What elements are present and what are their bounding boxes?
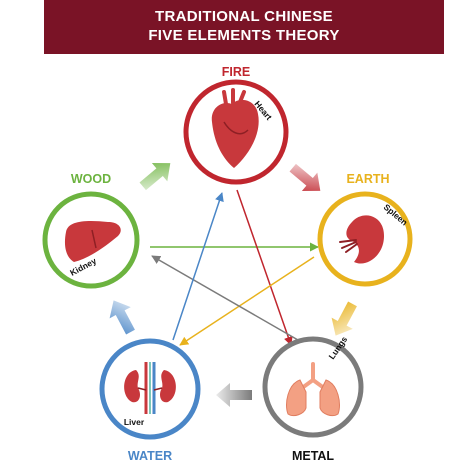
heart-icon bbox=[211, 88, 259, 168]
element-label-water: WATER bbox=[128, 449, 172, 463]
element-label-wood: WOOD bbox=[71, 172, 111, 186]
arrow-water-to-wood bbox=[109, 300, 135, 335]
organ-label-liver: Liver bbox=[124, 417, 145, 427]
arrow-water-to-fire bbox=[172, 192, 224, 341]
arrow-fire-to-earth bbox=[289, 163, 321, 192]
control-cycle bbox=[150, 189, 319, 346]
element-label-metal: METAL bbox=[292, 449, 334, 463]
arrow-earth-to-metal bbox=[331, 301, 357, 336]
arrow-metal-to-wood bbox=[151, 255, 299, 341]
liver-icon bbox=[64, 221, 121, 262]
kidneys-icon bbox=[124, 362, 176, 414]
arrow-metal-to-water bbox=[216, 383, 252, 407]
element-wood: WOOD Kidney bbox=[42, 172, 140, 289]
element-fire: FIRE Heart bbox=[183, 65, 289, 185]
generating-cycle bbox=[109, 162, 357, 407]
arrow-wood-to-fire bbox=[139, 162, 171, 191]
element-water: Liver WATER bbox=[99, 338, 201, 463]
lungs-icon bbox=[286, 362, 340, 417]
arrow-fire-to-metal bbox=[236, 189, 293, 346]
title-banner: TRADITIONAL CHINESE FIVE ELEMENTS THEORY bbox=[44, 0, 444, 54]
spleen-icon bbox=[339, 215, 384, 264]
element-earth: EARTH Spleen bbox=[317, 172, 413, 287]
element-label-fire: FIRE bbox=[222, 65, 250, 79]
element-ring-metal bbox=[262, 336, 364, 438]
element-metal: Lungs METAL bbox=[262, 334, 364, 463]
element-label-earth: EARTH bbox=[346, 172, 389, 186]
arrow-earth-to-water bbox=[179, 256, 315, 346]
title-line-2: FIVE ELEMENTS THEORY bbox=[148, 27, 340, 44]
title-line-1: TRADITIONAL CHINESE bbox=[155, 8, 333, 25]
